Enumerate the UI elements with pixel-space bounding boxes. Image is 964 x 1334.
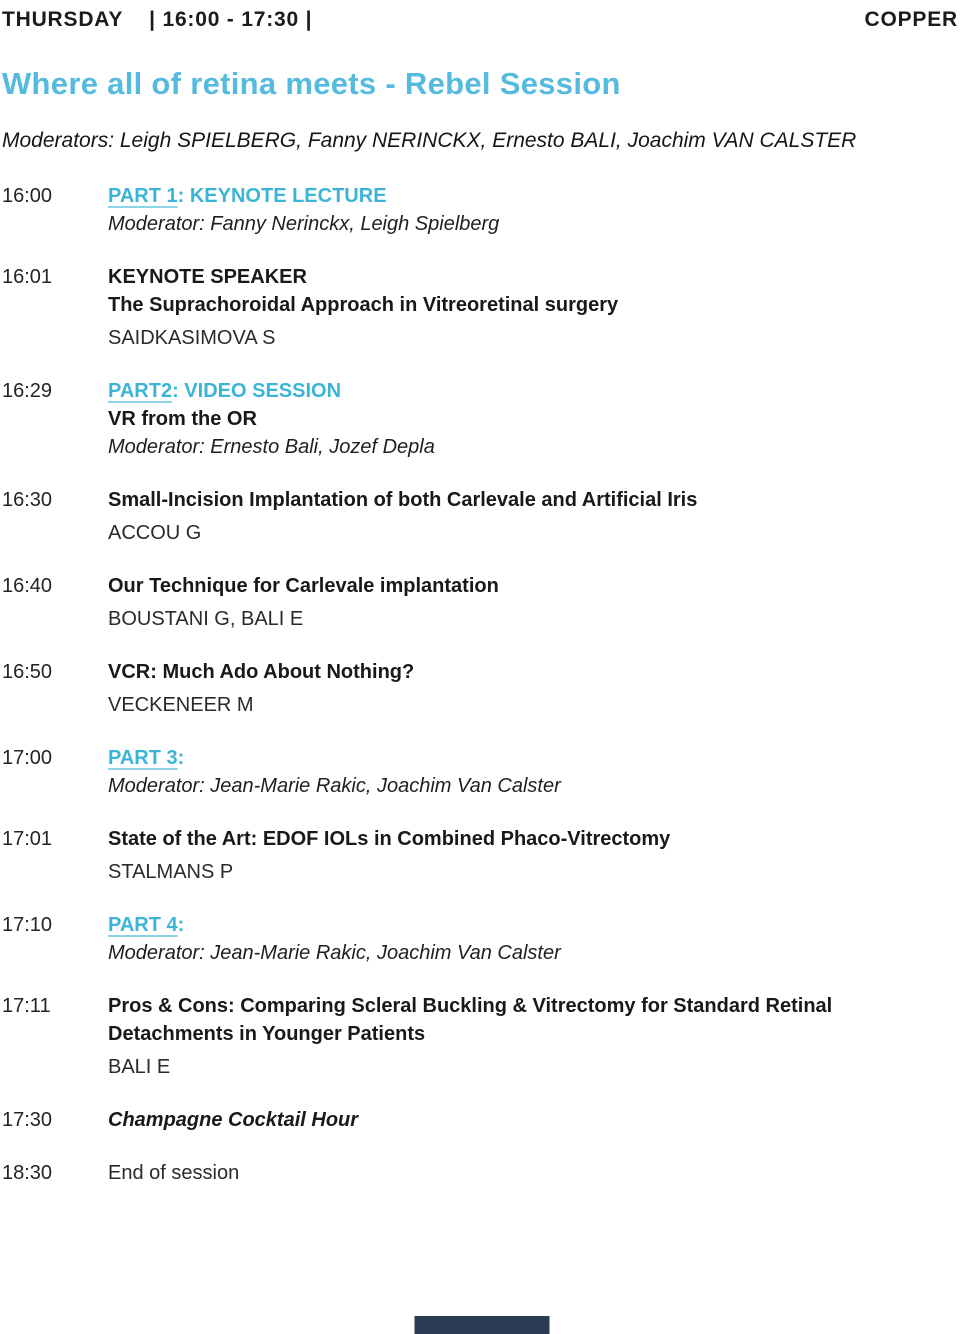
schedule-row: 17:30 Champagne Cocktail Hour (2, 1106, 958, 1134)
part-subtitle: : (177, 747, 185, 769)
day-label: THURSDAY (2, 8, 124, 31)
footer-accent-bar (414, 1316, 550, 1334)
time-label: 16:01 (2, 266, 53, 288)
schedule-row: 16:01 KEYNOTE SPEAKER The Suprachoroidal… (2, 263, 958, 352)
talk-title: State of the Art: EDOF IOLs in Combined … (108, 828, 671, 850)
talk-kicker: KEYNOTE SPEAKER (108, 266, 307, 288)
moderator-line: Moderator: Jean-Marie Rakic, Joachim Van… (108, 942, 561, 964)
row-content: PART2: VIDEO SESSION VR from the OR Mode… (108, 377, 944, 461)
schedule-row: 16:50 VCR: Much Ado About Nothing? VECKE… (2, 658, 958, 719)
page-header: THURSDAY | 16:00 - 17:30 | COPPER (2, 8, 958, 32)
row-content: State of the Art: EDOF IOLs in Combined … (108, 825, 944, 886)
schedule-row: 16:30 Small-Incision Implantation of bot… (2, 486, 958, 547)
talk-title: Small-Incision Implantation of both Carl… (108, 489, 698, 511)
time-range-label: | 16:00 - 17:30 | (149, 8, 313, 31)
speaker-name: ACCOU G (108, 522, 202, 544)
schedule-row: 17:11 Pros & Cons: Comparing Scleral Buc… (2, 992, 958, 1081)
time-label: 16:40 (2, 575, 53, 597)
schedule-row: 18:30 End of session (2, 1159, 958, 1187)
row-content: End of session (108, 1159, 944, 1187)
time-label: 17:00 (2, 747, 53, 769)
speaker-name: STALMANS P (108, 861, 234, 883)
row-content: VCR: Much Ado About Nothing? VECKENEER M (108, 658, 944, 719)
schedule-row: 16:00 PART 1: KEYNOTE LECTURE Moderator:… (2, 182, 958, 238)
header-day-time: THURSDAY | 16:00 - 17:30 | (2, 8, 312, 32)
talk-title: Pros & Cons: Comparing Scleral Buckling … (108, 995, 833, 1045)
room-label: COPPER (864, 8, 958, 31)
time-label: 17:30 (2, 1109, 53, 1131)
row-content: PART 4: Moderator: Jean-Marie Rakic, Joa… (108, 911, 944, 967)
schedule-row: 16:29 PART2: VIDEO SESSION VR from the O… (2, 377, 958, 461)
time-label: 17:10 (2, 914, 53, 936)
row-content: Champagne Cocktail Hour (108, 1106, 944, 1134)
part-link[interactable]: PART2 (108, 380, 173, 402)
time-label: 17:01 (2, 828, 53, 850)
social-event-title: Champagne Cocktail Hour (108, 1109, 359, 1131)
speaker-name: VECKENEER M (108, 694, 254, 716)
speaker-name: SAIDKASIMOVA S (108, 327, 276, 349)
part-subtitle: : VIDEO SESSION (172, 380, 342, 402)
speaker-name: BALI E (108, 1056, 171, 1078)
session-title: Where all of retina meets - Rebel Sessio… (2, 66, 621, 101)
row-content: KEYNOTE SPEAKER The Suprachoroidal Appro… (108, 263, 944, 352)
part-heading: PART 1: KEYNOTE LECTURE (108, 182, 944, 210)
end-of-session-label: End of session (108, 1162, 240, 1184)
row-content: Pros & Cons: Comparing Scleral Buckling … (108, 992, 944, 1081)
talk-title: Our Technique for Carlevale implantation (108, 575, 499, 597)
moderator-line: Moderator: Jean-Marie Rakic, Joachim Van… (108, 775, 561, 797)
talk-title: The Suprachoroidal Approach in Vitreoret… (108, 294, 619, 316)
part-subtitle: : KEYNOTE LECTURE (177, 185, 387, 207)
program-page: THURSDAY | 16:00 - 17:30 | COPPER Where a… (2, 8, 958, 1187)
schedule-row: 17:10 PART 4: Moderator: Jean-Marie Raki… (2, 911, 958, 967)
session-moderators: Moderators: Leigh SPIELBERG, Fanny NERIN… (2, 129, 857, 152)
moderator-line: Moderator: Ernesto Bali, Jozef Depla (108, 436, 435, 458)
time-label: 17:11 (2, 995, 51, 1017)
time-label: 16:30 (2, 489, 53, 511)
part-link[interactable]: PART 4 (108, 914, 178, 936)
part-link[interactable]: PART 3 (108, 747, 178, 769)
part-link[interactable]: PART 1 (108, 185, 178, 207)
moderator-line: Moderator: Fanny Nerinckx, Leigh Spielbe… (108, 213, 500, 235)
part-heading: PART 4: (108, 911, 944, 939)
part-heading: PART 3: (108, 744, 944, 772)
part-session-title: VR from the OR (108, 408, 257, 430)
time-label: 16:29 (2, 380, 53, 402)
row-content: PART 3: Moderator: Jean-Marie Rakic, Joa… (108, 744, 944, 800)
schedule-row: 16:40 Our Technique for Carlevale implan… (2, 572, 958, 633)
time-label: 18:30 (2, 1162, 53, 1184)
schedule-row: 17:00 PART 3: Moderator: Jean-Marie Raki… (2, 744, 958, 800)
time-label: 16:50 (2, 661, 53, 683)
schedule-list: 16:00 PART 1: KEYNOTE LECTURE Moderator:… (2, 182, 958, 1187)
schedule-row: 17:01 State of the Art: EDOF IOLs in Com… (2, 825, 958, 886)
speaker-name: BOUSTANI G, BALI E (108, 608, 304, 630)
part-heading: PART2: VIDEO SESSION (108, 377, 944, 405)
row-content: Our Technique for Carlevale implantation… (108, 572, 944, 633)
row-content: PART 1: KEYNOTE LECTURE Moderator: Fanny… (108, 182, 944, 238)
time-label: 16:00 (2, 185, 53, 207)
part-subtitle: : (177, 914, 185, 936)
row-content: Small-Incision Implantation of both Carl… (108, 486, 944, 547)
talk-title: VCR: Much Ado About Nothing? (108, 661, 415, 683)
